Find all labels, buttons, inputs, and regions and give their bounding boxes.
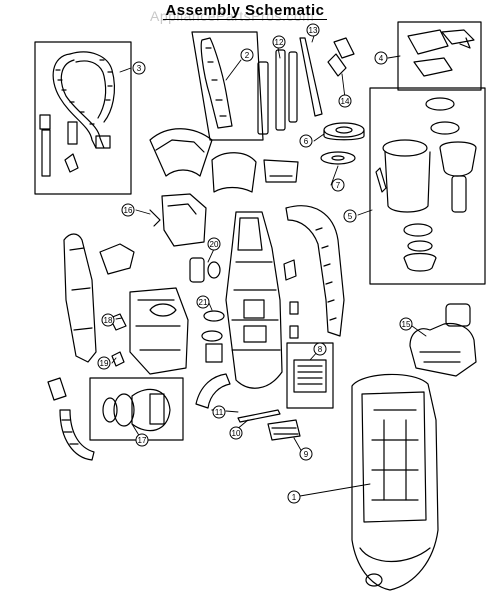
elbow-hose-part (195, 373, 231, 409)
valve-20-part (189, 257, 221, 283)
fitting-19-part (111, 351, 125, 367)
callout-5: 5 (343, 209, 357, 223)
svg-text:15: 15 (402, 320, 411, 329)
cover-parts (149, 128, 299, 193)
callout-17: 17 (135, 433, 149, 447)
hose-part (39, 51, 116, 177)
svg-text:17: 17 (138, 436, 147, 445)
callout-1: 1 (287, 490, 301, 504)
callout-4: 4 (374, 51, 388, 65)
dirt-cup-box (369, 87, 486, 285)
wand-parts (257, 49, 298, 135)
callout-14: 14 (338, 94, 352, 108)
body-tower-part (225, 211, 299, 389)
hose-kit-box (34, 41, 132, 195)
callout-19: 19 (97, 356, 111, 370)
page-title: Assembly Schematic (0, 2, 490, 20)
callout-6: 6 (299, 134, 313, 148)
callout-8: 8 (313, 342, 327, 356)
seal-7-part (320, 151, 356, 165)
callout-2: 2 (240, 48, 254, 62)
callout-7: 7 (331, 178, 345, 192)
svg-text:8: 8 (318, 345, 323, 354)
callout-20: 20 (207, 237, 221, 251)
watermark: AppliancePartsPros.com (150, 8, 315, 24)
side-panel-right-part (285, 205, 345, 337)
svg-text:18: 18 (104, 316, 113, 325)
svg-text:10: 10 (232, 429, 241, 438)
callout-11: 11 (212, 405, 226, 419)
svg-text:6: 6 (304, 137, 309, 146)
callout-3: 3 (132, 61, 146, 75)
filter-box (286, 342, 334, 409)
motor-part (102, 388, 171, 432)
clip-14-part (327, 37, 355, 77)
dirt-cup-part (375, 97, 477, 272)
svg-text:19: 19 (100, 359, 109, 368)
left-housing-part (99, 243, 189, 375)
callout-16: 16 (121, 203, 135, 217)
callout-10: 10 (229, 426, 243, 440)
svg-text:13: 13 (309, 26, 318, 35)
svg-text:11: 11 (215, 408, 224, 417)
brush-roll-box (397, 21, 482, 91)
base-body-part (351, 373, 439, 591)
filter-part (293, 359, 327, 393)
lower-hose-part (47, 377, 95, 461)
seal-6-part (323, 122, 365, 141)
svg-text:16: 16 (124, 206, 133, 215)
callouts: 1 2 3 4 5 6 7 8 9 10 11 12 13 14 15 16 1… (97, 23, 413, 504)
svg-text:21: 21 (199, 298, 208, 307)
brush-roll-part (407, 29, 475, 77)
side-panel-left-part (63, 233, 97, 363)
crevice-tool-part (200, 37, 233, 129)
callout-12: 12 (272, 35, 286, 49)
svg-text:5: 5 (348, 212, 353, 221)
callout-13: 13 (306, 23, 320, 37)
tool-box (191, 31, 264, 141)
svg-text:20: 20 (210, 240, 219, 249)
svg-text:9: 9 (304, 450, 309, 459)
callout-15: 15 (399, 317, 413, 331)
svg-text:4: 4 (379, 54, 384, 63)
callout-21: 21 (196, 295, 210, 309)
svg-text:12: 12 (275, 38, 284, 47)
svg-text:7: 7 (336, 181, 341, 190)
fitting-18-part (109, 313, 127, 331)
callout-18: 18 (101, 313, 115, 327)
grip-16-part (149, 193, 207, 247)
svg-text:1: 1 (292, 493, 297, 502)
svg-text:14: 14 (341, 97, 350, 106)
svg-text:3: 3 (137, 64, 142, 73)
latch-10-part (237, 409, 281, 423)
callout-9: 9 (299, 447, 313, 461)
ring-21-part (201, 310, 225, 363)
svg-text:2: 2 (245, 51, 250, 60)
leader-lines (111, 35, 427, 497)
grille-9-part (267, 419, 301, 441)
wand-13-part (299, 37, 323, 117)
title-text: Assembly Schematic (163, 2, 327, 20)
turbo-tool-part (409, 303, 477, 377)
